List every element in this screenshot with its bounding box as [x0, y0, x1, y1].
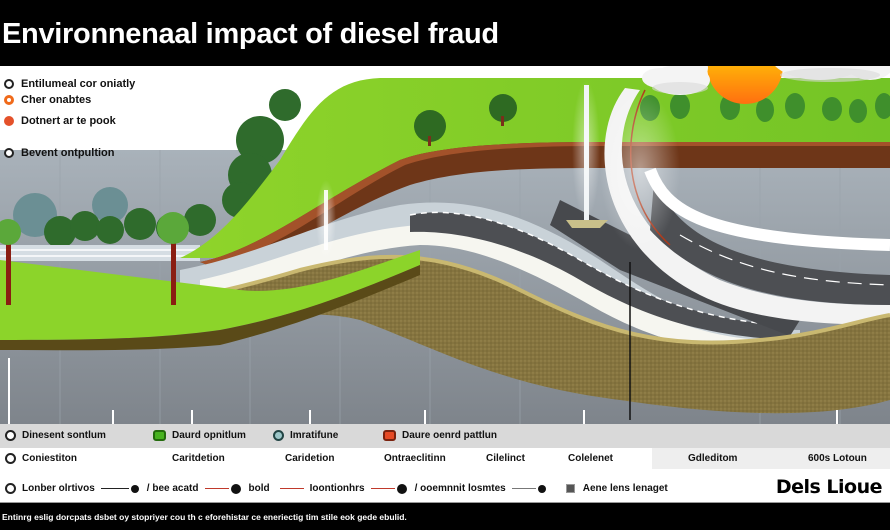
red-line-sample-icon: [370, 488, 395, 489]
ring-icon: [5, 430, 16, 441]
category-row-shade: [652, 448, 890, 469]
bullet-icon: [537, 484, 546, 493]
footer-bar: Entinrg eslig dorcpats dsbet oy stopriye…: [0, 503, 890, 530]
red-line-sample-icon: [279, 488, 304, 489]
title-bar: Environnenaal impact of diesel fraud: [0, 0, 890, 66]
category-item: Colelenet: [568, 453, 614, 464]
square-icon: [565, 484, 575, 493]
scene-legend-item: Cher onabtes: [4, 94, 91, 106]
bullet-icon: [396, 483, 407, 494]
category-item: Gdleditom: [688, 453, 738, 464]
illustration-scene: [0, 66, 890, 424]
ring-icon: [5, 453, 16, 464]
brand-logo: Dels Lioue: [775, 476, 883, 498]
line-legend: Lonber olrtivos / bee acatd bold Ioontio…: [5, 483, 668, 494]
scene-legend-item: Entilumeal cor oniatly: [4, 78, 135, 90]
legend-item: Daurd opnitlum: [153, 430, 246, 441]
legend-item: Imratifune: [273, 430, 338, 441]
scene-legend-item: Dotnert ar te pook: [4, 115, 116, 127]
landscape-illustration: [0, 66, 890, 424]
teal-ring-icon: [273, 430, 284, 441]
line-legend-row: Lonber olrtivos / bee acatd bold Ioontio…: [0, 469, 890, 503]
scene-legend-item: Bevent ontpultion: [4, 147, 115, 159]
ring-icon: [5, 483, 16, 494]
red-square-icon: [383, 430, 396, 441]
category-row: Coniestiton Caritdetion Caridetion Ontra…: [0, 448, 890, 469]
red-dot-icon: [4, 116, 14, 126]
bullet-icon: [230, 483, 241, 494]
bullet-icon: [130, 484, 139, 493]
red-line-sample-icon: [204, 488, 229, 489]
footer-caption: Entinrg eslig dorcpats dsbet oy stopriye…: [2, 512, 407, 522]
category-item: Caridetion: [285, 453, 335, 464]
category-item: Caritdetion: [172, 453, 225, 464]
category-item: 600s Lotoun: [808, 453, 867, 464]
green-square-icon: [153, 430, 166, 441]
legend-row: Dinesent sontlum Daurd opnitlum Imratifu…: [0, 424, 890, 448]
orange-ring-icon: [4, 95, 14, 105]
ring-icon: [4, 79, 14, 89]
category-item: Ontraeclitinn: [384, 453, 446, 464]
category-item: Cilelinct: [486, 453, 525, 464]
gray-line-sample-icon: [511, 488, 536, 489]
ring-icon: [4, 148, 14, 158]
legend-item: Dinesent sontlum: [5, 430, 106, 441]
category-item: Coniestiton: [5, 453, 77, 464]
legend-item: Daure oenrd pattlun: [383, 430, 497, 441]
page-title: Environnenaal impact of diesel fraud: [2, 18, 499, 50]
line-sample-icon: [100, 488, 129, 489]
